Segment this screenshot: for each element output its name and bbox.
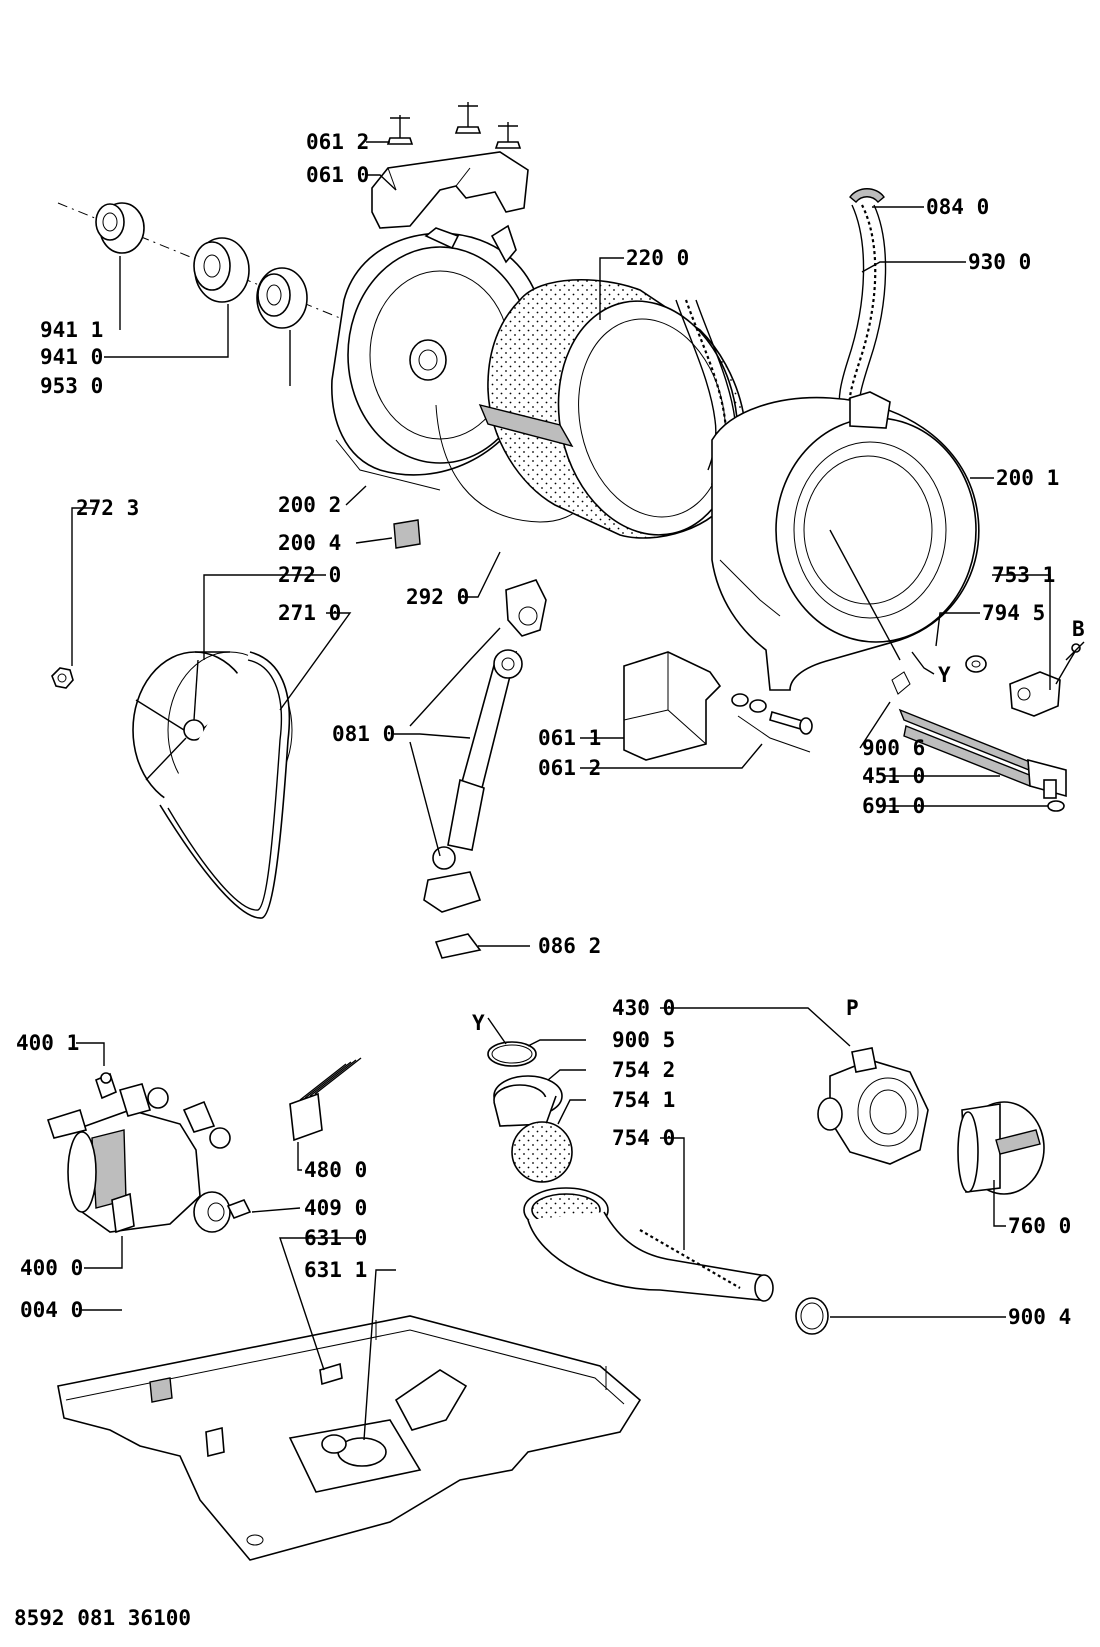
label-P: P [846, 996, 859, 1020]
label-200-4: 200 4 [278, 531, 341, 555]
label-200-2: 200 2 [278, 493, 341, 517]
bolt-061-2 [731, 693, 813, 753]
label-451-0: 451 0 [862, 764, 925, 788]
label-Y-bottom: Y [472, 1011, 485, 1035]
hose-clamp-084-0 [849, 188, 885, 203]
label-930-0: 930 0 [968, 250, 1031, 274]
hose-left-coil [684, 299, 727, 471]
label-941-1: 941 1 [40, 318, 103, 342]
label-941-0: 941 0 [40, 345, 103, 369]
hose-930-0 [848, 204, 877, 411]
counterweight-061-0 [371, 151, 529, 229]
label-061-0: 061 0 [306, 163, 369, 187]
inner-bearing-941-0 [193, 237, 250, 303]
label-292-0: 292 0 [406, 585, 469, 609]
label-400-1: 400 1 [16, 1031, 79, 1055]
label-900-5: 900 5 [612, 1028, 675, 1052]
shock-absorber-081-0 [423, 579, 547, 959]
tub-seal-292-0 [435, 404, 583, 523]
clip-900-6 [891, 671, 911, 695]
front-tub-half-200-1 [711, 391, 980, 691]
label-753-1: 753 1 [992, 563, 1055, 587]
bumper-200-4 [393, 519, 421, 549]
label-754-1: 754 1 [612, 1088, 675, 1112]
label-200-1: 200 1 [996, 466, 1059, 490]
label-086-2: 086 2 [538, 934, 601, 958]
motor-400-0 [46, 1083, 231, 1234]
label-084-0: 084 0 [926, 195, 989, 219]
label-900-4: 900 4 [1008, 1305, 1071, 1329]
ring-900-5 [487, 1041, 537, 1067]
bracket-061-1 [623, 651, 722, 761]
hose-clamp-900-4 [795, 1297, 829, 1335]
filter-760-0 [957, 1101, 1045, 1195]
drum-220-0 [478, 278, 747, 539]
label-754-2: 754 2 [612, 1058, 675, 1082]
belt-271-0 [159, 651, 291, 919]
label-430-0: 430 0 [612, 996, 675, 1020]
label-081-0: 081 0 [332, 722, 395, 746]
carbon-brush-400-1 [95, 1072, 117, 1100]
label-B: B [1072, 617, 1085, 641]
seal-953-0 [256, 267, 308, 329]
label-754-0: 754 0 [612, 1126, 675, 1150]
outer-bearing-941-1 [95, 202, 145, 254]
seal-754-2 [493, 1075, 563, 1127]
label-794-5: 794 5 [982, 601, 1045, 625]
label-631-0: 631 0 [304, 1226, 367, 1250]
base-frame-004-0 [57, 1315, 642, 1561]
sump-hose-754-0 [523, 1187, 774, 1302]
nut-272-3 [51, 667, 74, 689]
nut-794-5 [965, 655, 987, 673]
label-953-0: 953 0 [40, 374, 103, 398]
label-272-3: 272 3 [76, 496, 139, 520]
label-220-0: 220 0 [626, 246, 689, 270]
label-061-2-top: 061 2 [306, 130, 369, 154]
label-760-0: 760 0 [1008, 1214, 1071, 1238]
pressure-switch-753-1 [1009, 643, 1081, 717]
label-061-1: 061 1 [538, 726, 601, 750]
ball-valve-754-1 [511, 1121, 573, 1183]
part-code-labels: 061 2 061 0 084 0 220 0 930 0 941 1 941 … [14, 130, 1085, 1630]
label-Y-top: Y [938, 663, 951, 687]
label-400-0: 400 0 [20, 1256, 83, 1280]
heater-451-0 [898, 708, 1067, 799]
label-272-0: 272 0 [278, 563, 341, 587]
pins-061-2-top [386, 102, 522, 149]
document-number: 8592 081 36100 [14, 1606, 191, 1630]
clamp-409-0 [226, 1198, 252, 1220]
label-061-2-bracket: 061 2 [538, 756, 601, 780]
label-271-0: 271 0 [278, 601, 341, 625]
drain-pump-430-0 [817, 1047, 929, 1165]
connector-480-0 [289, 1057, 362, 1142]
label-900-6: 900 6 [862, 736, 925, 760]
sensor-691-0 [1047, 800, 1065, 812]
label-409-0: 409 0 [304, 1196, 367, 1220]
label-480-0: 480 0 [304, 1158, 367, 1182]
leader-lines [71, 141, 1085, 1441]
label-004-0: 004 0 [20, 1298, 83, 1322]
label-691-0: 691 0 [862, 794, 925, 818]
label-631-1: 631 1 [304, 1258, 367, 1282]
